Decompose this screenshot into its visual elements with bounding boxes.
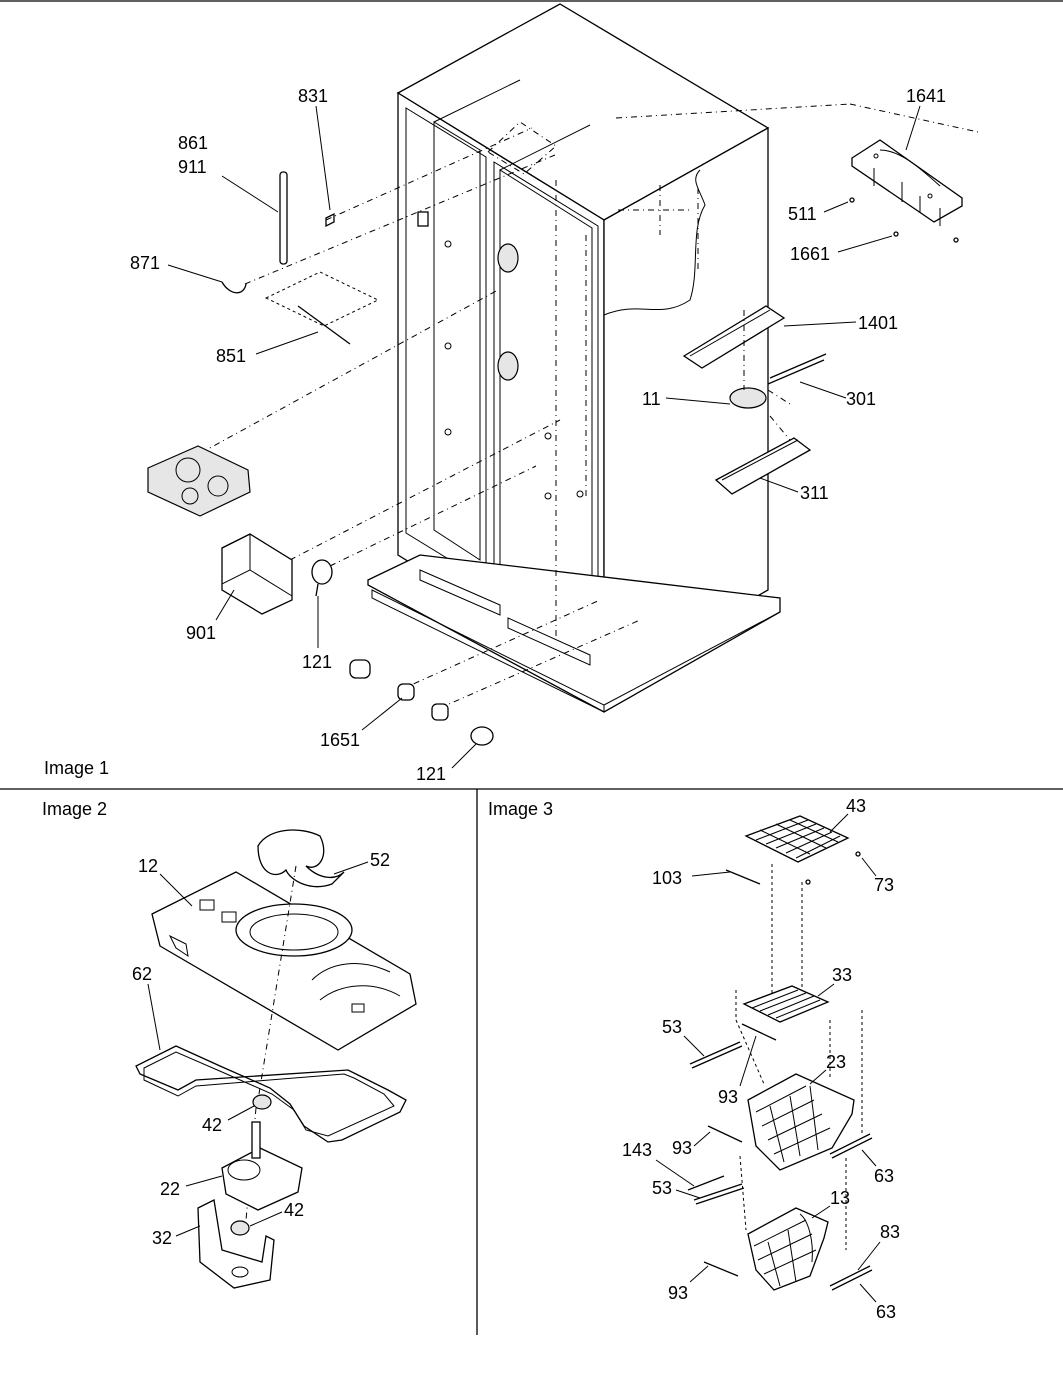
callout-121-lower: 121 <box>416 764 446 784</box>
callout-11: 11 <box>642 389 661 409</box>
callout-901: 901 <box>186 623 216 643</box>
shelf-basket-drawing <box>687 815 873 1291</box>
callout-23: 23 <box>826 1052 846 1072</box>
callout-53-lower: 53 <box>652 1178 672 1198</box>
callout-63-lower: 63 <box>876 1302 896 1322</box>
callout-93-lower: 93 <box>668 1283 688 1303</box>
panel-title-image-2: Image 2 <box>42 799 107 819</box>
callout-42-lower: 42 <box>284 1200 304 1220</box>
callout-12: 12 <box>138 856 158 876</box>
callout-301: 301 <box>846 389 876 409</box>
callout-93-upper: 93 <box>718 1087 738 1107</box>
callout-1661: 1661 <box>790 244 830 264</box>
callout-851: 851 <box>216 346 246 366</box>
callout-22: 22 <box>160 1179 180 1199</box>
callout-32: 32 <box>152 1228 172 1248</box>
panel-title-image-1: Image 1 <box>44 758 109 778</box>
callout-43: 43 <box>846 796 866 816</box>
image-1-callouts: 831 861 911 871 851 901 121 1651 121 164… <box>130 86 946 784</box>
callout-63-upper: 63 <box>874 1166 894 1186</box>
callout-33: 33 <box>832 965 852 985</box>
callout-52: 52 <box>370 850 390 870</box>
callout-311: 311 <box>800 483 829 503</box>
callout-62: 62 <box>132 964 152 984</box>
callout-53-upper: 53 <box>662 1017 682 1037</box>
callout-13: 13 <box>830 1188 850 1208</box>
callout-73: 73 <box>874 875 894 895</box>
fan-assembly-drawing <box>135 829 417 1289</box>
callout-861: 861 <box>178 133 208 153</box>
callout-42-upper: 42 <box>202 1115 222 1135</box>
callout-831: 831 <box>298 86 328 106</box>
callout-83: 83 <box>880 1222 900 1242</box>
callout-1651: 1651 <box>320 730 360 750</box>
callout-871: 871 <box>130 253 160 273</box>
image-3-callouts: 43 103 73 33 53 93 23 93 63 143 53 13 83… <box>622 796 900 1322</box>
panel-title-image-3: Image 3 <box>488 799 553 819</box>
callout-143: 143 <box>622 1140 652 1160</box>
image-2-callouts: 12 52 62 42 22 42 32 <box>132 850 390 1248</box>
cabinet-assembly-drawing <box>147 3 979 746</box>
callout-121-upper: 121 <box>302 652 332 672</box>
callout-1401: 1401 <box>858 313 898 333</box>
callout-103: 103 <box>652 868 682 888</box>
callout-911: 911 <box>178 157 207 177</box>
callout-93-middle: 93 <box>672 1138 692 1158</box>
callout-1641: 1641 <box>906 86 946 106</box>
callout-511: 511 <box>788 204 817 224</box>
